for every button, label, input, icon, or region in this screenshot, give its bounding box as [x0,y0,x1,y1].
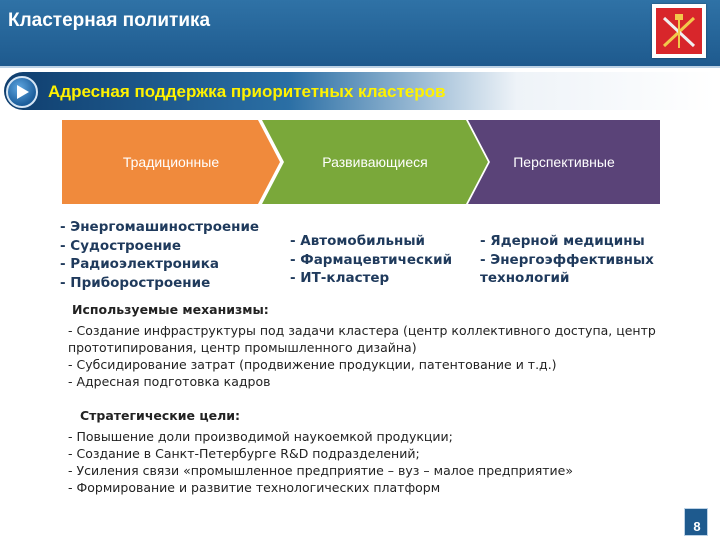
list-item: - ИТ-кластер [290,270,390,286]
chevron-label: Развивающиеся [322,154,428,170]
subtitle: Адресная поддержка приоритетных кластеро… [48,82,446,101]
list-item: - Фармацевтический [290,251,453,268]
mechanism-line: - Субсидирование затрат (продвижение про… [68,357,557,372]
coat-of-arms-icon [652,4,706,58]
mechanism-line: прототипирования, центр промышленного ди… [68,340,417,355]
list-item: - Радиоэлектроника [60,256,219,272]
list-item: - Приборостроение [60,274,211,291]
mechanisms-title: Используемые механизмы: [72,302,269,317]
chevron-traditional: Традиционные [62,120,280,204]
mechanisms-list: - Создание инфраструктуры под задачи кла… [68,322,708,390]
page-number-box [684,508,708,536]
mechanism-line: - Адресная подготовка кадров [68,374,271,389]
subtitle-bar [4,72,716,110]
goal-line: - Формирование и развитие технологически… [68,480,441,495]
page-number: 8 [693,519,701,534]
list-item: - Энергомашиностроение [60,219,260,235]
header-bar: Кластерная политика [0,0,720,66]
list-item: - Энергоэффективных [480,251,654,268]
header-divider [0,66,720,68]
chevron-label: Традиционные [122,154,220,170]
list-item: технологий [480,270,570,286]
chevron-developing: Развивающиеся [262,120,488,204]
goals-list: - Повышение доли производимой наукоемкой… [68,428,708,496]
goal-line: - Повышение доли производимой наукоемкой… [68,429,453,444]
perspective-list: - Ядерной медицины - Энергоэффективных т… [480,232,654,288]
chevron-perspective: Перспективные [468,120,660,204]
mechanism-line: - Создание инфраструктуры под задачи кла… [68,323,656,338]
play-icon [6,76,38,108]
list-item: - Автомобильный [290,233,426,249]
goals-title: Стратегические цели: [80,408,241,423]
developing-list: - Автомобильный - Фармацевтический - ИТ-… [290,232,452,288]
traditional-list: - Энергомашиностроение - Судостроение - … [60,218,259,292]
list-item: - Судостроение [60,237,182,254]
page-title: Кластерная политика [8,10,211,31]
chevron-label: Перспективные [513,154,615,170]
goal-line: - Создание в Санкт-Петербурге R&D подраз… [68,446,420,461]
list-item: - Ядерной медицины [480,233,645,249]
goal-line: - Усиления связи «промышленное предприят… [68,463,573,478]
